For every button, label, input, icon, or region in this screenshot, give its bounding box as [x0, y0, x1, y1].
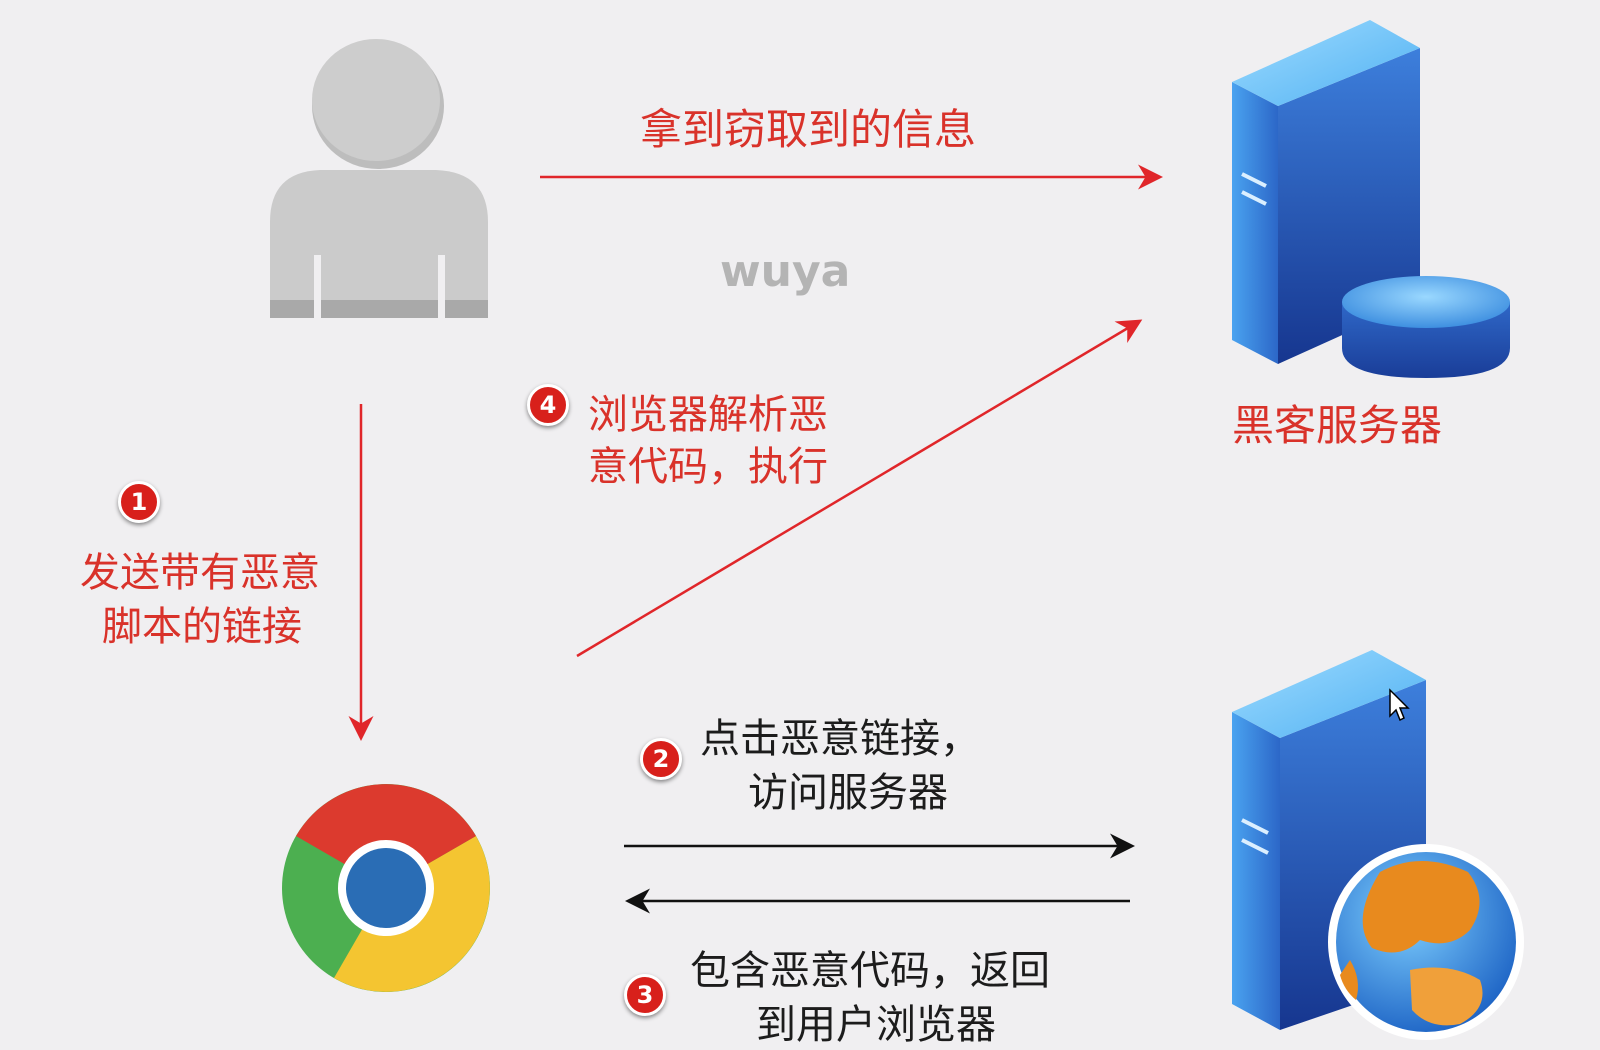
step-4-label-line1: 浏览器解析恶	[588, 392, 828, 438]
user-icon	[270, 39, 488, 318]
mouse-cursor-icon	[1389, 688, 1410, 722]
browser-icon	[282, 784, 490, 992]
step-3-label-line1: 包含恶意代码，返回	[690, 948, 1050, 994]
step-4-badge: 4	[527, 384, 569, 426]
step-2-badge: 2	[640, 738, 682, 780]
step-1-badge: 1	[118, 481, 160, 523]
step-1-label-line2: 脚本的链接	[102, 604, 302, 650]
watermark: wuya	[720, 246, 851, 297]
database-icon	[1342, 276, 1510, 378]
stolen-info-label: 拿到窃取到的信息	[640, 105, 977, 154]
step-2-label-line1: 点击恶意链接，	[700, 716, 980, 762]
step-4-label-line2: 意代码，执行	[588, 444, 828, 490]
globe-icon	[1328, 844, 1524, 1040]
hacker-server-label: 黑客服务器	[1232, 401, 1443, 450]
step-3-badge: 3	[624, 974, 666, 1016]
step-3-label-line2: 到用户浏览器	[756, 1002, 996, 1048]
step-1-label-line1: 发送带有恶意	[80, 550, 320, 596]
step-2-label-line2: 访问服务器	[748, 770, 948, 816]
execute-code-arrow	[576, 319, 1143, 658]
